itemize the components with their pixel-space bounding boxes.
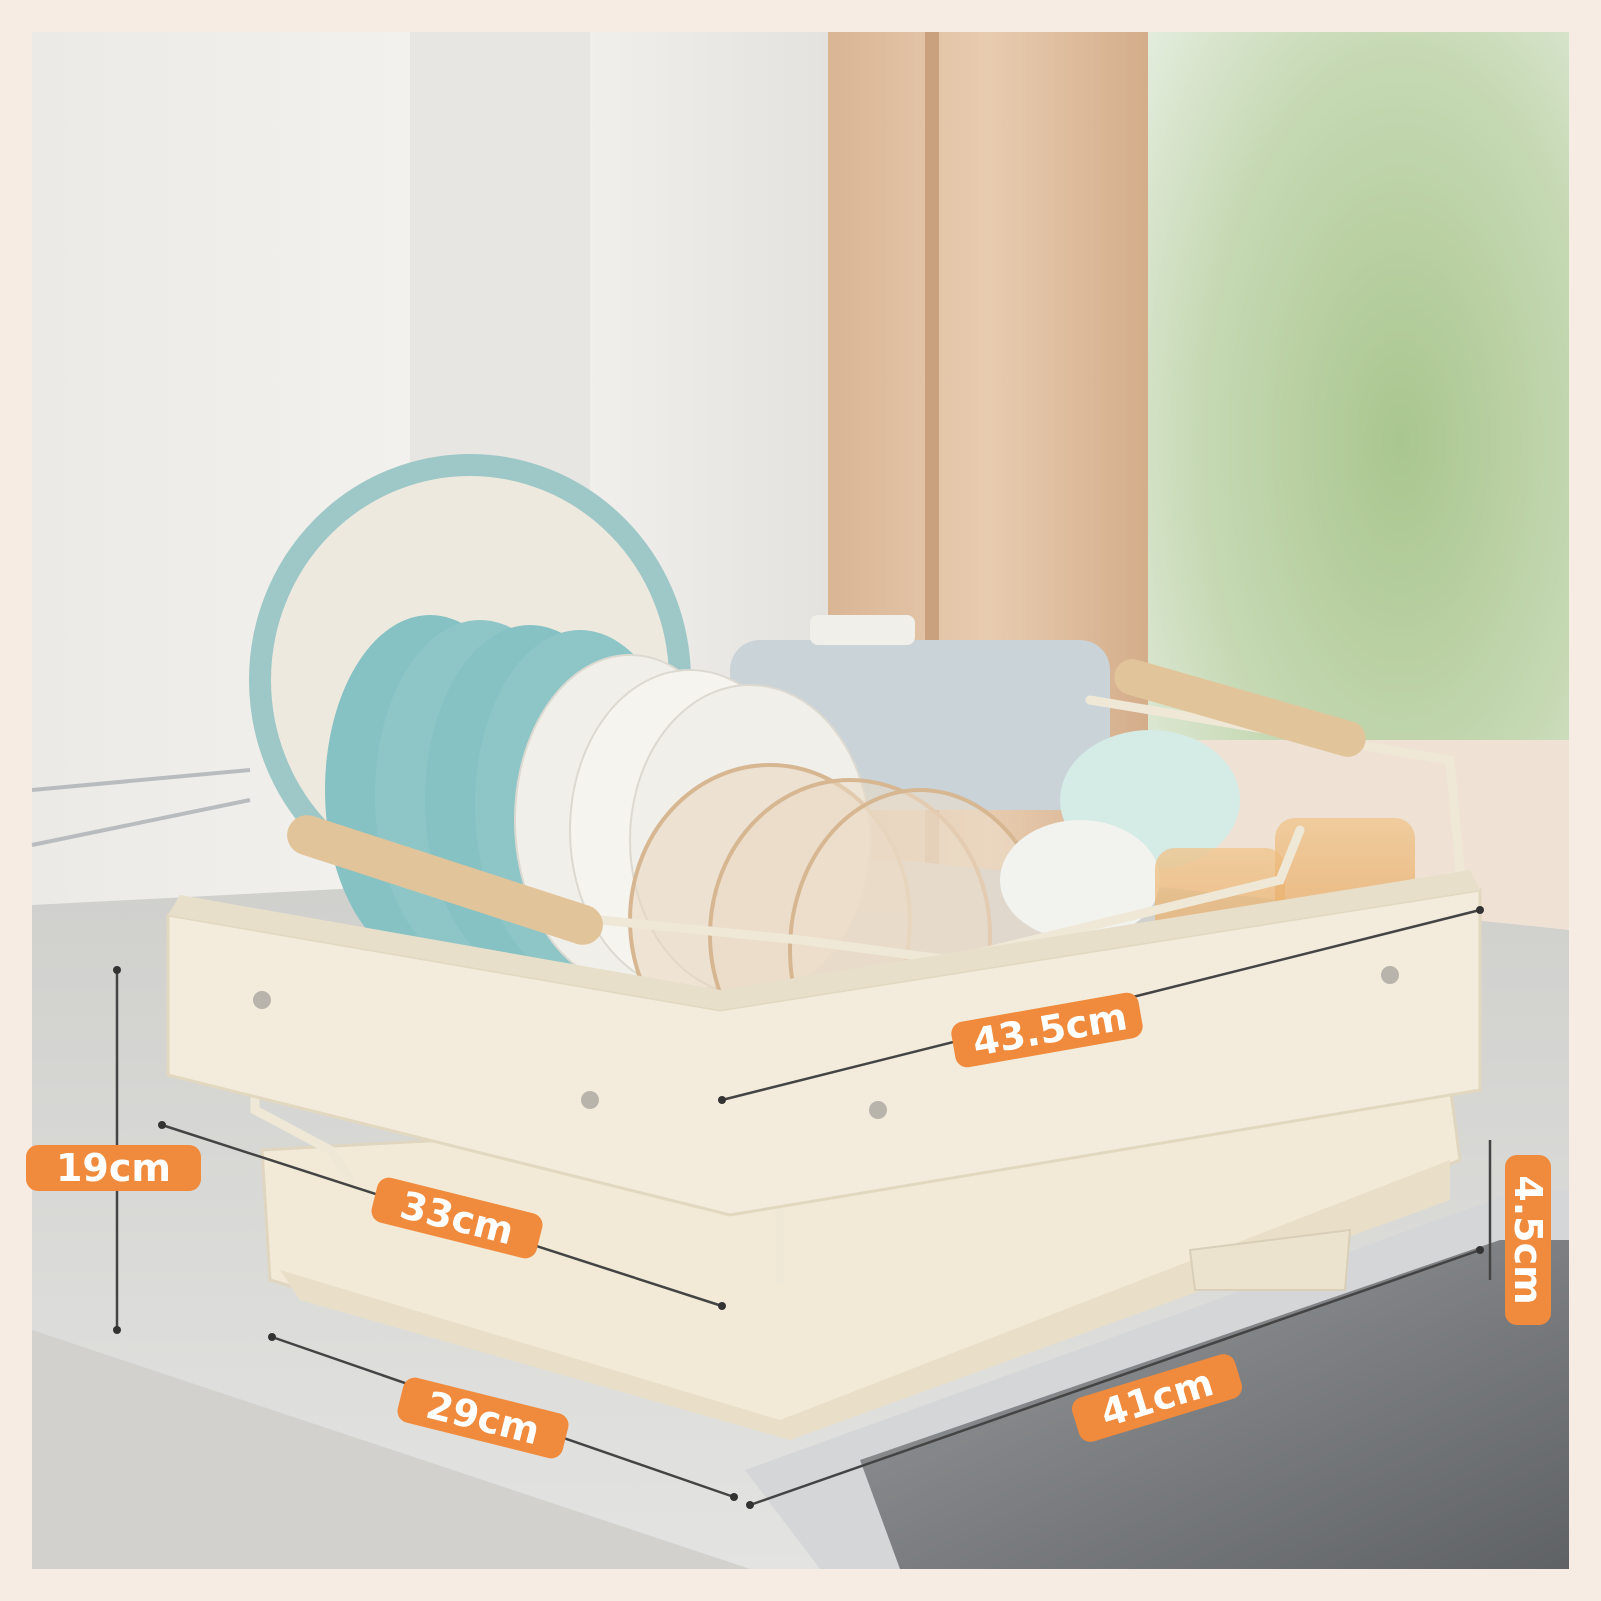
dimension-endpoints [113,906,1484,1509]
drain-tray-foot [280,1160,1450,1440]
counter-edge [32,1330,750,1569]
label-tray-height: 4.5cm [1505,1155,1551,1325]
sink-basin [860,1240,1569,1569]
label-height: 19cm [26,1145,201,1191]
drain-spout [1188,1228,1352,1291]
bowl-2 [1000,820,1160,940]
rack-top-rim [168,870,1480,1010]
pot-lid-handle [810,615,915,645]
front-wood-handle [287,815,603,945]
back-wood-handle [1114,659,1366,757]
width-base-line [749,1248,1481,1507]
utensil-handle [31,768,251,792]
utensil-handle-2 [31,798,251,847]
rack-rivets [253,966,1399,1119]
